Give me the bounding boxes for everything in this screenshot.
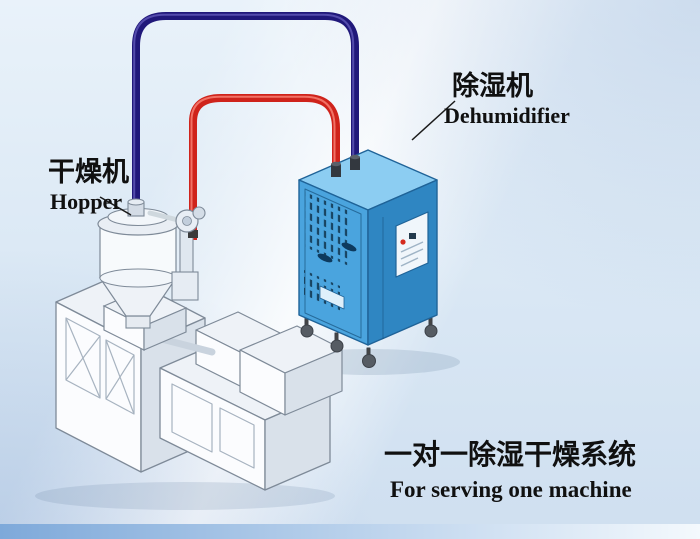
nameplate	[319, 285, 345, 310]
cabinet-doors	[65, 317, 135, 415]
blower-motor	[192, 206, 206, 220]
pipe-collar	[188, 230, 198, 238]
dehumidifier-label-zh: 除湿机	[452, 71, 533, 101]
die-block	[239, 325, 343, 416]
return-air-pipe	[132, 12, 359, 214]
vent-grille-top	[305, 192, 349, 266]
leader-line-hopper	[99, 196, 132, 216]
casters	[300, 317, 438, 368]
dehumidifier-label-en: Dehumidifier	[444, 103, 570, 128]
machine-panels	[171, 383, 255, 469]
caption-zh: 一对一除湿干燥系统	[384, 439, 637, 470]
bottom-gradient-strip	[0, 524, 700, 539]
display-window	[409, 233, 416, 239]
handle-slot	[341, 242, 357, 252]
handle-slot	[317, 253, 333, 263]
dry-air-pipe	[189, 94, 340, 240]
hopper-label-en: Hopper	[50, 189, 123, 214]
leader-line-dehumidifier	[411, 100, 456, 141]
control-panel	[395, 211, 429, 278]
dehumidifier-unit	[298, 149, 438, 368]
pipe-fittings	[331, 154, 360, 177]
extruder-machine	[55, 273, 343, 491]
hopper-dryer	[97, 198, 206, 351]
machine-shadow	[35, 482, 335, 510]
power-indicator	[400, 239, 406, 245]
hopper-label-zh: 干燥机	[48, 157, 129, 187]
caption-en: For serving one machine	[390, 477, 632, 502]
filter-box	[171, 271, 199, 301]
